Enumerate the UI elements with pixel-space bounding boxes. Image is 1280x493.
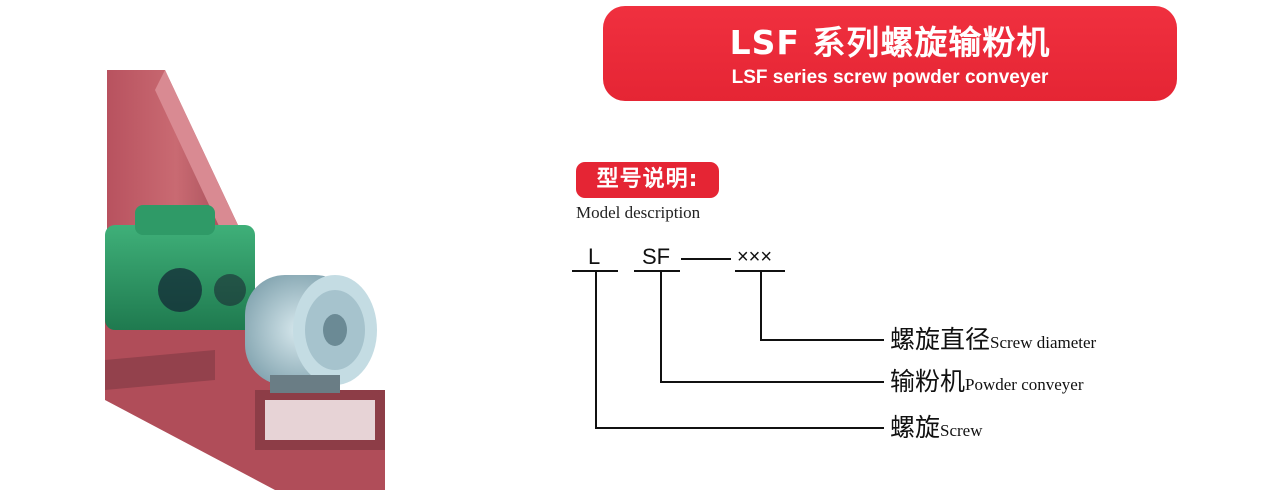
- leader-diameter-h: [760, 339, 884, 341]
- model-badge: 型号说明:: [576, 162, 719, 198]
- label-zh: 螺旋直径: [890, 325, 991, 354]
- label-en: Powder conveyer: [965, 375, 1084, 394]
- dash-connector: [681, 258, 731, 260]
- code-xxx: ×××: [737, 246, 773, 268]
- leader-conveyer-h: [660, 381, 884, 383]
- title-en: LSF series screw powder conveyer: [731, 67, 1049, 88]
- conveyer-machine-illustration: [105, 70, 385, 490]
- leader-conveyer-v: [660, 272, 662, 382]
- model-subtitle: Model description: [576, 203, 701, 222]
- label-zh: 螺旋: [890, 413, 941, 442]
- label-en: Screw: [940, 421, 983, 440]
- underline-l: [572, 270, 618, 272]
- title-banner: LSF 系列螺旋输粉机 LSF series screw powder conv…: [603, 6, 1177, 101]
- label-zh: 输粉机: [890, 367, 966, 396]
- label-en: Screw diameter: [990, 333, 1097, 352]
- label-screw-diameter: 螺旋直径Screw diameter: [890, 326, 1096, 357]
- code-sf: SF: [642, 244, 671, 269]
- label-screw: 螺旋Screw: [890, 414, 983, 445]
- code-l: L: [588, 244, 601, 269]
- leader-screw-v: [595, 272, 597, 429]
- underline-sf: [634, 270, 680, 272]
- leader-diameter-v: [760, 272, 762, 340]
- label-powder-conveyer: 输粉机Powder conveyer: [890, 368, 1084, 399]
- title-zh: LSF 系列螺旋输粉机: [729, 23, 1051, 62]
- underline-xxx: [735, 270, 785, 272]
- leader-screw-h: [595, 427, 884, 429]
